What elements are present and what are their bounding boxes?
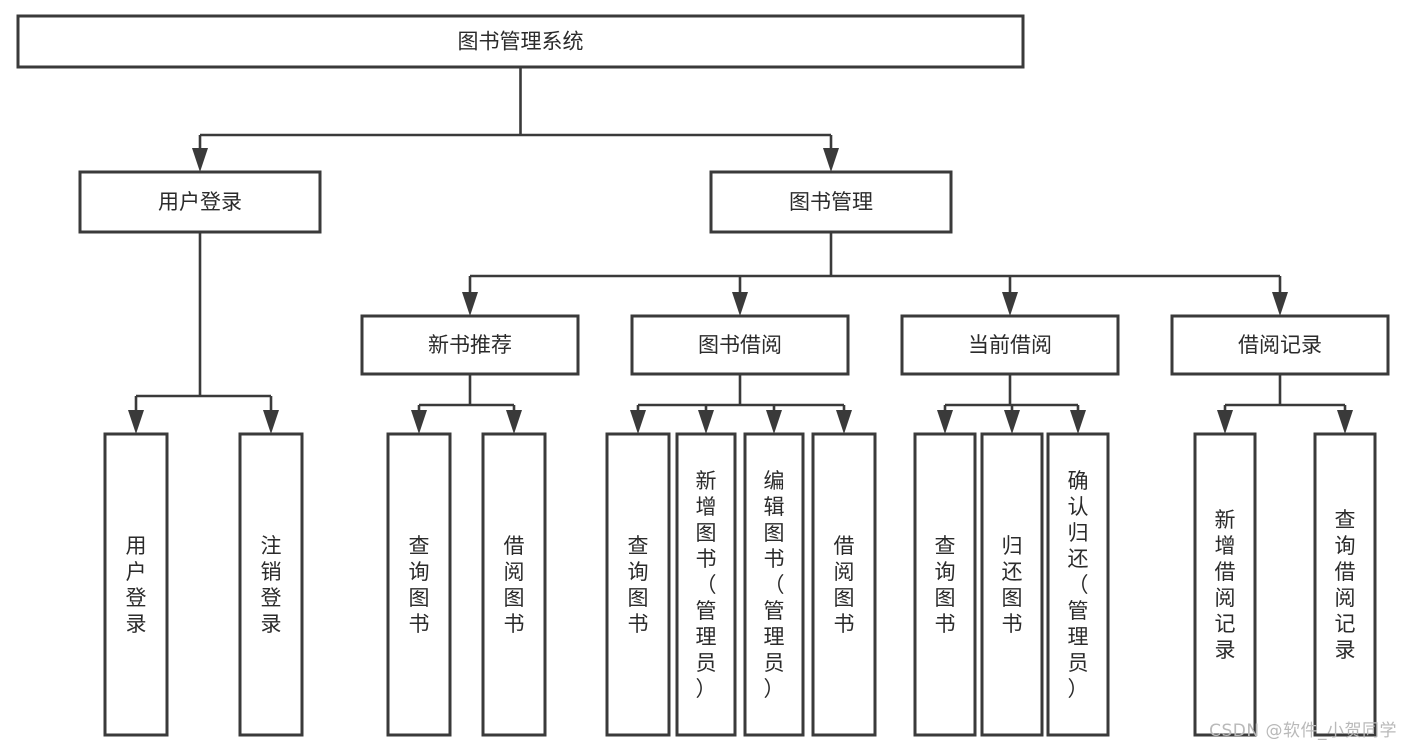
node-box-book-borrow[interactable] bbox=[630, 314, 850, 376]
arrow-head-icon bbox=[1002, 292, 1018, 316]
node-leaf-logout[interactable]: 注销登录注销登录 bbox=[238, 432, 304, 737]
node-box-new-book-rec[interactable] bbox=[360, 314, 580, 376]
node-box-leaf-query-2[interactable] bbox=[605, 432, 671, 737]
node-label-leaf-user-login: 用户登录 bbox=[126, 534, 147, 636]
node-box-leaf-confirm[interactable] bbox=[1046, 432, 1110, 737]
node-label-leaf-query-2: 查询图书 bbox=[628, 534, 649, 636]
node-label-leaf-confirm: 确认归还（管理员） bbox=[1068, 469, 1089, 701]
node-leaf-add-book[interactable]: 新增图书（管理员）新增图书（管理员） bbox=[675, 432, 737, 737]
node-leaf-borrow-1[interactable]: 借阅图书借阅图书 bbox=[481, 432, 547, 737]
node-box-leaf-edit-book[interactable] bbox=[743, 432, 805, 737]
node-label-user-login: 用户登录 bbox=[158, 190, 242, 214]
node-new-book-rec[interactable]: 新书推荐 bbox=[360, 314, 580, 376]
node-box-borrow-record[interactable] bbox=[1170, 314, 1390, 376]
node-label-leaf-add-book: 新增图书（管理员） bbox=[696, 469, 717, 701]
arrow-head-icon bbox=[836, 410, 852, 434]
node-label-current-borrow: 当前借阅 bbox=[968, 333, 1052, 357]
node-label-leaf-query-rec: 查询借阅记录 bbox=[1335, 508, 1356, 662]
arrow-head-icon bbox=[128, 410, 144, 434]
node-label-leaf-borrow-1: 借阅图书 bbox=[504, 534, 525, 636]
node-leaf-query-3[interactable]: 查询图书查询图书 bbox=[913, 432, 977, 737]
node-box-leaf-add-book[interactable] bbox=[675, 432, 737, 737]
arrow-head-icon bbox=[630, 410, 646, 434]
node-box-leaf-query-1[interactable] bbox=[386, 432, 452, 737]
connector-group-user-login bbox=[128, 232, 279, 434]
node-box-leaf-query-rec[interactable] bbox=[1313, 432, 1377, 737]
arrow-head-icon bbox=[1004, 410, 1020, 434]
node-box-leaf-return[interactable] bbox=[980, 432, 1044, 737]
node-box-root[interactable] bbox=[16, 14, 1025, 69]
node-leaf-return[interactable]: 归还图书归还图书 bbox=[980, 432, 1044, 737]
connector-layer bbox=[128, 67, 1353, 434]
connector-group-book-manage bbox=[462, 232, 1288, 316]
node-box-book-manage[interactable] bbox=[709, 170, 953, 234]
node-user-login[interactable]: 用户登录 bbox=[78, 170, 322, 234]
arrow-head-icon bbox=[462, 292, 478, 316]
node-borrow-record[interactable]: 借阅记录 bbox=[1170, 314, 1390, 376]
node-label-leaf-add-rec: 新增借阅记录 bbox=[1215, 508, 1236, 662]
node-label-root: 图书管理系统 bbox=[458, 30, 584, 54]
arrow-head-icon bbox=[1337, 410, 1353, 434]
arrow-head-icon bbox=[1217, 410, 1233, 434]
node-box-current-borrow[interactable] bbox=[900, 314, 1120, 376]
arrow-head-icon bbox=[263, 410, 279, 434]
node-leaf-query-2[interactable]: 查询图书查询图书 bbox=[605, 432, 671, 737]
node-leaf-edit-book[interactable]: 编辑图书（管理员）编辑图书（管理员） bbox=[743, 432, 805, 737]
arrow-head-icon bbox=[1070, 410, 1086, 434]
node-label-borrow-record: 借阅记录 bbox=[1238, 333, 1322, 357]
node-label-leaf-query-1: 查询图书 bbox=[409, 534, 430, 636]
connector-group-borrow-record bbox=[1217, 374, 1353, 434]
connector-group-book-borrow bbox=[630, 374, 852, 434]
arrow-head-icon bbox=[937, 410, 953, 434]
node-label-book-manage: 图书管理 bbox=[789, 190, 873, 214]
arrow-head-icon bbox=[506, 410, 522, 434]
arrow-head-icon bbox=[698, 410, 714, 434]
node-leaf-user-login[interactable]: 用户登录用户登录 bbox=[103, 432, 169, 737]
node-label-leaf-return: 归还图书 bbox=[1002, 534, 1023, 636]
connector-group-root bbox=[192, 67, 839, 172]
node-box-leaf-add-rec[interactable] bbox=[1193, 432, 1257, 737]
node-book-manage[interactable]: 图书管理 bbox=[709, 170, 953, 234]
node-box-leaf-query-3[interactable] bbox=[913, 432, 977, 737]
arrow-head-icon bbox=[823, 148, 839, 172]
node-box-leaf-user-login[interactable] bbox=[103, 432, 169, 737]
node-box-leaf-borrow-1[interactable] bbox=[481, 432, 547, 737]
node-leaf-add-rec[interactable]: 新增借阅记录新增借阅记录 bbox=[1193, 432, 1257, 737]
node-root[interactable]: 图书管理系统 bbox=[16, 14, 1025, 69]
node-label-leaf-query-3: 查询图书 bbox=[935, 534, 956, 636]
node-leaf-borrow-2[interactable]: 借阅图书借阅图书 bbox=[811, 432, 877, 737]
csdn-watermark: CSDN @软件_小贺同学 bbox=[1209, 721, 1397, 741]
node-box-leaf-borrow-2[interactable] bbox=[811, 432, 877, 737]
node-book-borrow[interactable]: 图书借阅 bbox=[630, 314, 850, 376]
node-label-new-book-rec: 新书推荐 bbox=[428, 333, 512, 357]
arrow-head-icon bbox=[1272, 292, 1288, 316]
node-leaf-query-1[interactable]: 查询图书查询图书 bbox=[386, 432, 452, 737]
node-label-leaf-edit-book: 编辑图书（管理员） bbox=[764, 469, 785, 701]
node-label-leaf-borrow-2: 借阅图书 bbox=[834, 534, 855, 636]
arrow-head-icon bbox=[732, 292, 748, 316]
arrow-head-icon bbox=[411, 410, 427, 434]
node-current-borrow[interactable]: 当前借阅 bbox=[900, 314, 1120, 376]
node-label-book-borrow: 图书借阅 bbox=[698, 333, 782, 357]
arrow-head-icon bbox=[192, 148, 208, 172]
connector-group-new-book-rec bbox=[411, 374, 522, 434]
arrow-head-icon bbox=[766, 410, 782, 434]
connector-group-current-borrow bbox=[937, 374, 1086, 434]
node-box-leaf-logout[interactable] bbox=[238, 432, 304, 737]
node-leaf-query-rec[interactable]: 查询借阅记录查询借阅记录 bbox=[1313, 432, 1377, 737]
node-box-user-login[interactable] bbox=[78, 170, 322, 234]
node-label-leaf-logout: 注销登录 bbox=[261, 534, 282, 636]
node-leaf-confirm[interactable]: 确认归还（管理员）确认归还（管理员） bbox=[1046, 432, 1110, 737]
